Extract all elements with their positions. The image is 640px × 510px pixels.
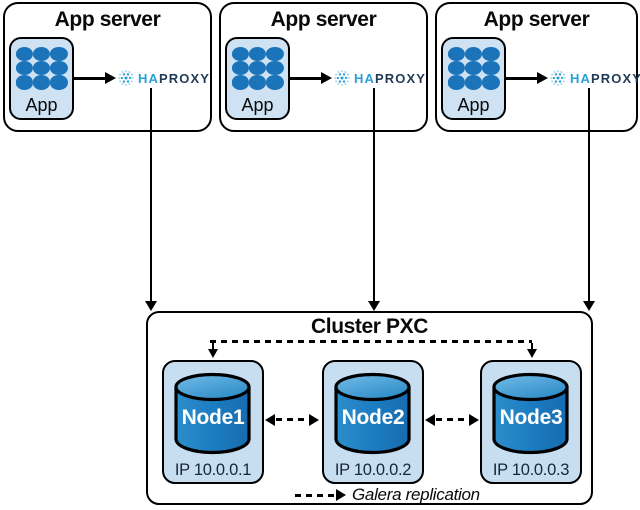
haproxy-to-cluster-arrow-1 [149,88,153,302]
arrow-head-icon [336,489,346,501]
haproxy-sphere-icon [549,69,567,87]
arrow-head-icon [207,349,218,358]
app-server-box-1: App server App HAPROXY [3,2,212,132]
replication-link-stub [211,343,215,350]
haproxy-to-cluster-arrow-3 [587,88,591,302]
node-ip: IP 10.0.0.1 [174,461,252,479]
node-box-1: Node1 IP 10.0.0.1 [162,360,264,484]
node-name: Node3 [499,406,563,429]
app-server-title: App server [270,8,377,31]
arrow-head-icon [583,301,595,311]
haproxy-wordmark: HAPROXY [570,70,640,86]
app-server-title: App server [54,8,161,31]
arrow-head-icon [105,71,116,84]
app-label: App [457,95,490,115]
arrow-head-icon [368,301,380,311]
app-to-haproxy-arrow [74,77,105,80]
haproxy-sphere-icon [117,69,135,87]
arrow-head-icon [145,301,157,311]
node-replication-arrow-1-2 [265,413,319,426]
haproxy-logo: HAPROXY [333,68,426,88]
replication-legend: Galera replication [295,485,480,505]
arrow-head-icon [537,71,548,84]
app-grid-icon [15,47,68,90]
app-icon-box: App [441,37,506,120]
app-server-box-2: App server App HAPROXY [219,2,428,132]
legend-label: Galera replication [352,485,480,504]
app-grid-icon [231,47,284,90]
haproxy-wordmark: HAPROXY [138,70,210,86]
app-grid-icon [447,47,500,90]
arrow-head-icon [309,413,319,426]
node-ip: IP 10.0.0.3 [492,461,570,479]
arrow-head-icon [526,349,537,358]
node-replication-arrow-2-3 [425,413,479,426]
haproxy-sphere-icon [333,69,351,87]
app-to-haproxy-arrow [290,77,321,80]
app-icon-box: App [9,37,74,120]
app-server-box-3: App server App HAPROXY [435,2,640,132]
node-box-2: Node2 IP 10.0.0.2 [322,360,424,484]
replication-link-stub [530,343,534,350]
haproxy-logo: HAPROXY [117,68,210,88]
haproxy-to-cluster-arrow-2 [372,88,376,302]
cluster-pxc-box: Cluster PXC Node1 IP 10.0.0.1 Node2 IP 1… [146,311,593,505]
node-box-3: Node3 IP 10.0.0.3 [480,360,582,484]
arrow-head-icon [265,413,275,426]
arrow-head-icon [469,413,479,426]
node-name: Node1 [181,406,245,429]
app-server-title: App server [483,8,590,31]
app-label: App [25,95,58,115]
haproxy-logo: HAPROXY [549,68,640,88]
arrow-head-icon [425,413,435,426]
node-ip: IP 10.0.0.2 [334,461,412,479]
app-label: App [241,95,274,115]
haproxy-wordmark: HAPROXY [354,70,426,86]
app-to-haproxy-arrow [506,77,537,80]
arrow-head-icon [321,71,332,84]
node-name: Node2 [341,406,405,429]
app-icon-box: App [225,37,290,120]
node1-node3-replication-link [210,340,532,343]
cluster-title: Cluster PXC [311,315,428,338]
